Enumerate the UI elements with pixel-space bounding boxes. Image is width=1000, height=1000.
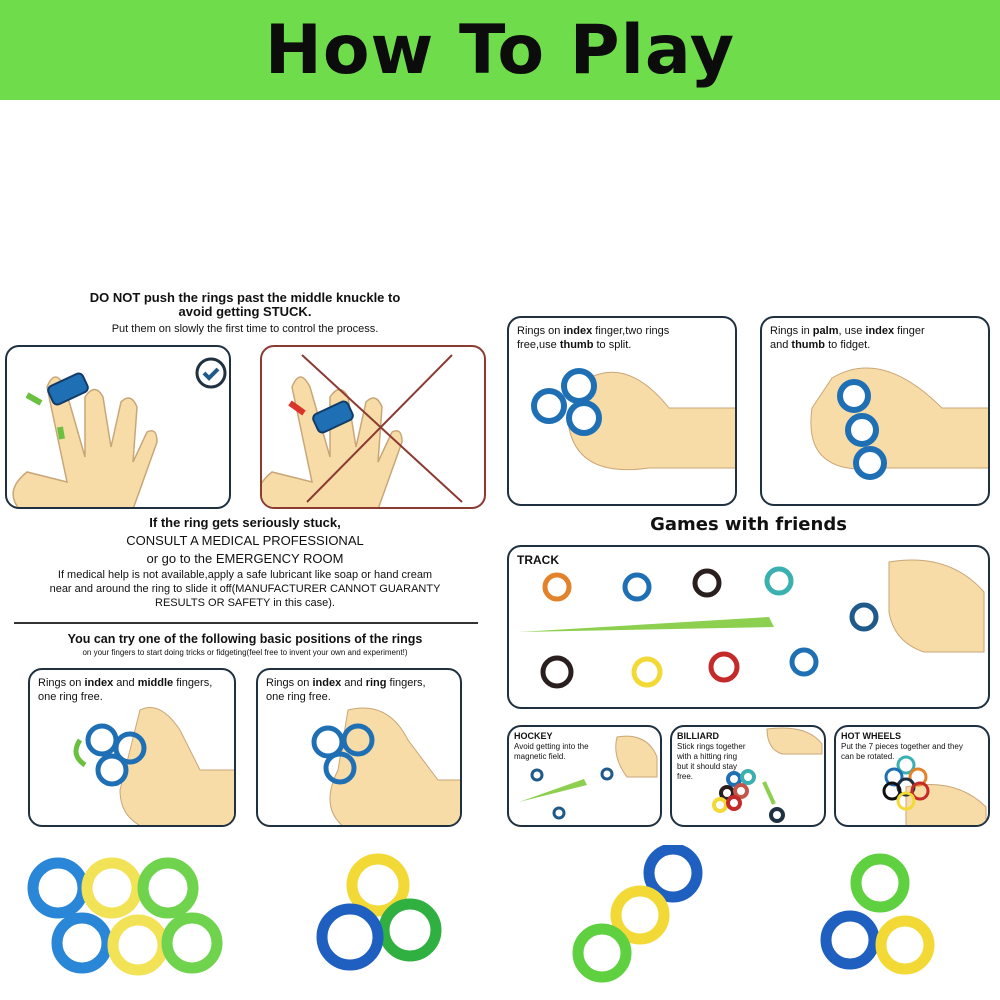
help-line: near and around the ring to slide it off…	[49, 583, 441, 595]
warning-title-line: DO NOT push the rings past the middle kn…	[89, 290, 401, 305]
ring-set-grid	[27, 857, 223, 976]
hot-wheels-illustration	[882, 755, 987, 825]
incorrect-example-panel	[260, 345, 486, 509]
header-banner: How To Play	[0, 0, 1000, 100]
ring-set-stack	[316, 853, 442, 971]
help-line: If medical help is not available,apply a…	[57, 569, 433, 581]
positions-subtitle: on your fingers to start doing tricks or…	[82, 648, 408, 657]
hand-correct-illustration	[12, 372, 158, 507]
track-illustration	[519, 559, 985, 689]
checkmark-icon	[195, 357, 227, 389]
stuck-line: CONSULT A MEDICAL PROFESSIONAL	[126, 533, 364, 548]
stuck-line: If the ring gets seriously stuck,	[149, 515, 341, 530]
ring-set-chain	[572, 845, 703, 983]
warning-subtitle: Put them on slowly the first time to con…	[111, 323, 379, 335]
divider	[14, 622, 478, 624]
games-title: Games with friends	[650, 514, 847, 535]
product-rings-row	[27, 845, 935, 983]
correct-example-panel	[5, 345, 231, 509]
track-panel: TRACK	[507, 545, 990, 709]
warning-title: DO NOT push the rings past the middle kn…	[0, 291, 490, 319]
hockey-illustration	[519, 735, 658, 820]
help-text: If medical help is not available,apply a…	[0, 568, 490, 610]
hand-incorrect-illustration	[262, 376, 403, 507]
stuck-line: or go to the EMERGENCY ROOM	[146, 551, 344, 566]
hand-rings-illustration	[810, 367, 988, 480]
hand-rings-illustration	[73, 707, 234, 825]
caption: Rings on index and middle fingers,one ri…	[38, 677, 213, 703]
positions-title: You can try one of the following basic p…	[67, 632, 423, 646]
position-index-middle-panel: Rings on index and middle fingers,one ri…	[28, 668, 236, 827]
hand-rings-illustration	[311, 707, 460, 825]
stuck-warning: If the ring gets seriously stuck, CONSUL…	[0, 514, 490, 568]
position-index-ring-panel: Rings on index and ring fingers,one ring…	[256, 668, 462, 827]
warning-title-line: avoid getting STUCK.	[178, 304, 312, 319]
cross-icon	[301, 354, 463, 503]
page-title: How To Play	[264, 10, 736, 90]
billiard-illustration	[712, 727, 823, 823]
caption: Rings on index and ring fingers,one ring…	[266, 677, 426, 703]
track-label: TRACK	[517, 553, 559, 567]
hand-rings-illustration	[531, 368, 735, 471]
help-line: RESULTS OR SAFETY in this case).	[155, 597, 335, 609]
ring-set-triangle	[820, 853, 935, 975]
